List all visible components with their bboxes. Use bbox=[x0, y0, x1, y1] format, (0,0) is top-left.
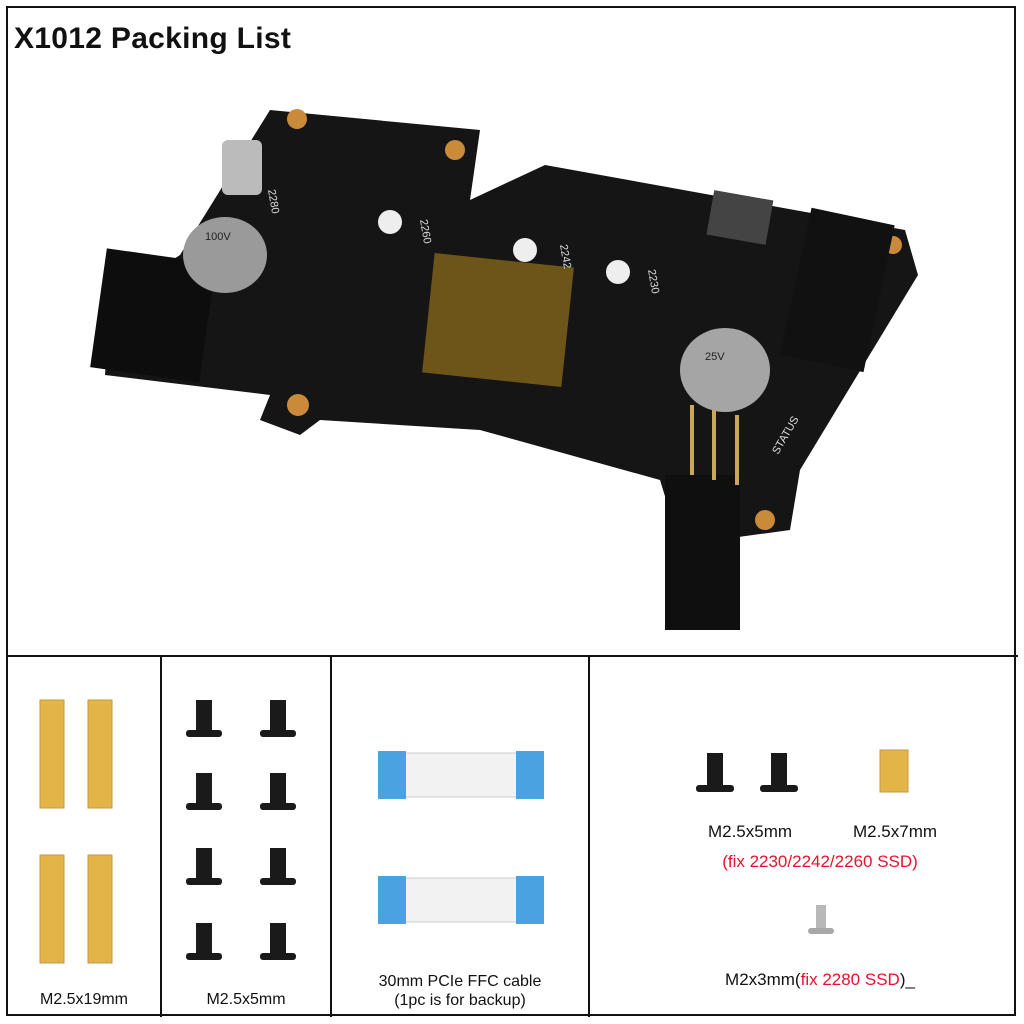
x1012-board-image: 100V 25V 2280 2260 2242 2230 STATUS bbox=[90, 109, 918, 630]
silkscreen-text: 2280 bbox=[265, 188, 281, 214]
item-label: M2.5x7mm bbox=[852, 822, 938, 841]
item-label: 30mm PCIe FFC cable (1pc is for backup) bbox=[332, 972, 588, 1010]
divider bbox=[588, 655, 590, 1017]
small-screw-suffix: )_ bbox=[899, 970, 915, 989]
silkscreen-text: 2260 bbox=[417, 218, 433, 244]
item-label: M2.5x5mm bbox=[206, 991, 286, 1008]
small-screw-note: fix 2280 SSD bbox=[800, 970, 900, 989]
silkscreen-text: 100V bbox=[205, 231, 231, 243]
page-title: X1012 Packing List bbox=[14, 22, 292, 55]
item-label: M2.5x5mm bbox=[707, 822, 793, 841]
m2-5x5-screws-image bbox=[186, 700, 296, 960]
silkscreen-text: 2230 bbox=[645, 268, 661, 294]
m2-5x19-standoffs-image bbox=[39, 699, 113, 964]
packing-list-frame bbox=[6, 6, 1016, 1016]
item-label: M2x3mm(fix 2280 SSD)_ bbox=[700, 970, 940, 989]
silkscreen-text: 25V bbox=[705, 351, 725, 363]
ffc-label-line1: 30mm PCIe FFC cable bbox=[378, 973, 542, 990]
ffc-label-line2: (1pc is for backup) bbox=[394, 992, 526, 1009]
silkscreen-text: 2242 bbox=[557, 243, 573, 269]
divider bbox=[160, 655, 162, 1017]
divider bbox=[330, 655, 332, 1017]
item-label: M2.5x19mm bbox=[39, 991, 129, 1008]
ffc-cables-image bbox=[378, 751, 544, 924]
divider bbox=[6, 655, 1018, 657]
ssd-screws-image bbox=[696, 749, 909, 934]
item-note: (fix 2230/2242/2260 SSD) bbox=[722, 852, 918, 871]
small-screw-label: M2x3mm( bbox=[725, 970, 801, 989]
